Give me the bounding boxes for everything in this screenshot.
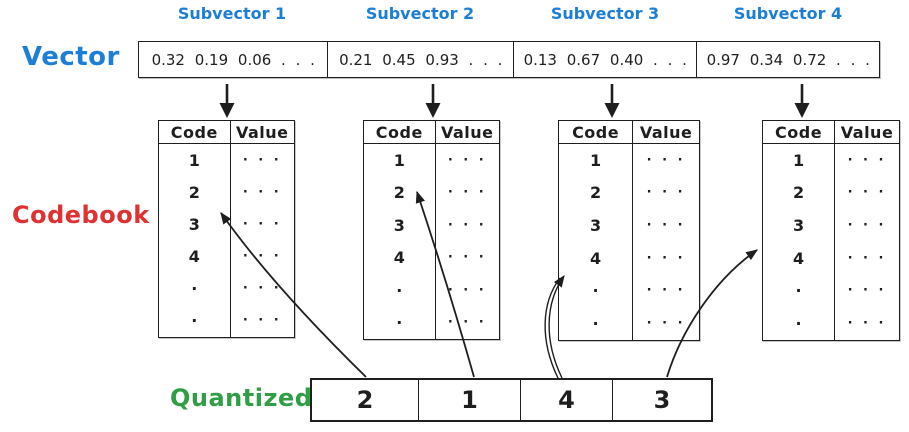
value-cell: · · · [242, 249, 282, 265]
value-cell: · · · [242, 152, 282, 168]
code-cell: · [159, 304, 231, 337]
value-cell: · · · [847, 185, 887, 201]
code-cell: 1 [559, 144, 634, 177]
subvector-4-label: Subvector 4 [733, 4, 843, 23]
code-cell: · [364, 306, 436, 339]
value-cell: · · · [646, 316, 686, 332]
code-cell: 2 [159, 176, 231, 209]
codebook-table-4: Code Value 1· · · 2· · · 3· · · 4· · · ·… [762, 120, 900, 341]
subvector-1-values: 0.32 0.19 0.06 . . . [151, 50, 315, 69]
code-cell: 2 [763, 176, 836, 210]
value-cell: · · · [447, 185, 487, 201]
subvector-3-values: 0.13 0.67 0.40 . . . [512, 42, 697, 77]
code-cell: 1 [364, 144, 436, 177]
value-cell: · · · [242, 313, 282, 329]
subvector-2-label: Subvector 2 [365, 4, 475, 23]
codebook-table-3: Code Value 1· · · 2· · · 3· · · 4· · · ·… [558, 120, 700, 341]
code-cell: 3 [763, 209, 836, 242]
code-cell: 4 [159, 240, 231, 273]
code-cell: · [559, 307, 634, 340]
code-cell: · [763, 307, 836, 340]
code-column-header: Code [763, 121, 836, 144]
value-cell: · · · [242, 184, 282, 200]
subvector-1-label: Subvector 1 [177, 4, 287, 23]
quantized-cell-3: 4 [519, 380, 612, 420]
code-cell: 1 [159, 144, 231, 177]
value-cell: · · · [847, 316, 887, 332]
codebook-label: Codebook [12, 201, 150, 229]
value-cell: · · · [646, 218, 686, 234]
value-cell: · · · [646, 250, 686, 266]
value-cell: · · · [847, 218, 887, 234]
value-cell: · · · [847, 283, 887, 299]
code-cell: 4 [559, 242, 634, 275]
code-cell: 2 [364, 176, 436, 209]
value-cell: · · · [242, 281, 282, 297]
code-column-header: Code [364, 121, 436, 144]
code-column-header: Code [559, 121, 634, 144]
quantized-cell-1: 2 [356, 386, 374, 414]
value-cell: · · · [447, 152, 487, 168]
code-cell: · [559, 274, 634, 308]
value-column-header: Value [835, 121, 899, 144]
quantized-cell-4: 3 [612, 380, 711, 420]
codebook-table-2: Code Value 1· · · 2· · · 3· · · 4· · · ·… [363, 120, 500, 340]
subvector-4-values: 0.97 0.34 0.72 . . . [696, 42, 879, 77]
value-cell: · · · [847, 152, 887, 168]
code-column-header: Code [159, 121, 231, 144]
quantized-cell-2: 1 [417, 380, 520, 420]
code-cell: · [763, 274, 836, 308]
value-column-header: Value [435, 121, 499, 144]
subvector-2-values: 0.21 0.45 0.93 . . . [327, 42, 513, 77]
code-cell: 3 [559, 209, 634, 242]
subvector-3-label: Subvector 3 [550, 4, 660, 23]
code-cell: 2 [559, 176, 634, 210]
down-arrow-3 [604, 84, 620, 118]
value-cell: · · · [447, 282, 487, 298]
code-cell: 4 [763, 242, 836, 275]
value-cell: · · · [646, 283, 686, 299]
value-cell: · · · [242, 216, 282, 232]
value-cell: · · · [847, 250, 887, 266]
code-cell: 4 [364, 241, 436, 274]
code-cell: 3 [159, 208, 231, 241]
value-cell: · · · [447, 315, 487, 331]
value-cell: · · · [447, 250, 487, 266]
vector-box: 0.32 0.19 0.06 . . . 0.21 0.45 0.93 . . … [138, 41, 880, 78]
codebook-table-1: Code Value 1· · · 2· · · 3· · · 4· · · ·… [158, 120, 295, 338]
value-cell: · · · [646, 152, 686, 168]
code-cell: 1 [763, 144, 836, 177]
value-column-header: Value [633, 121, 699, 144]
value-cell: · · · [646, 185, 686, 201]
quantized-label: Quantized [170, 384, 313, 412]
down-arrow-1 [219, 84, 235, 118]
code-cell: · [364, 274, 436, 307]
value-cell: · · · [447, 217, 487, 233]
down-arrow-4 [794, 84, 810, 118]
vector-label: Vector [22, 42, 120, 72]
code-cell: 3 [364, 209, 436, 242]
quantized-box: 2 1 4 3 [310, 378, 713, 422]
code-cell: · [159, 272, 231, 305]
down-arrow-2 [425, 84, 441, 118]
value-column-header: Value [230, 121, 294, 144]
